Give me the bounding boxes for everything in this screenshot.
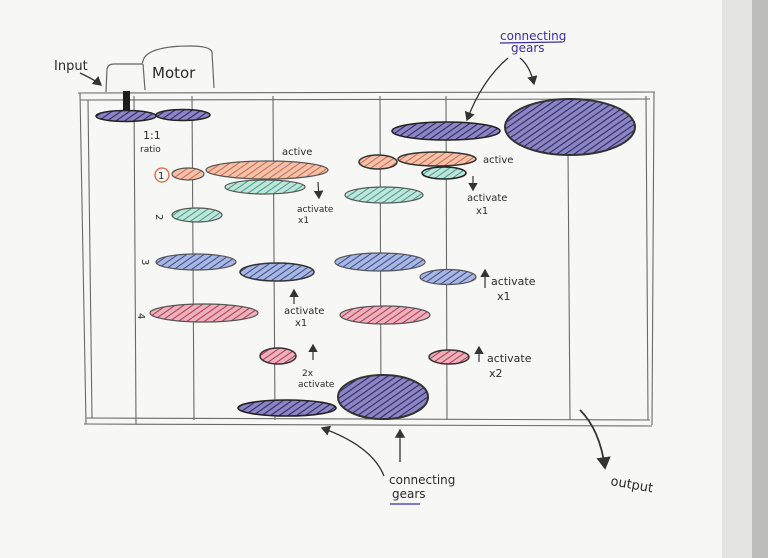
gear-red-c — [259, 347, 297, 365]
label-activate-x1-d-word: activate — [284, 306, 324, 317]
gear-bottom-connecting-small — [237, 399, 337, 417]
label-activate-x1-a-mult: x1 — [298, 216, 309, 226]
label-active-right: active — [483, 155, 513, 166]
arrow-connecting-top-right — [519, 57, 538, 86]
arrow-connecting-top-left — [464, 57, 509, 122]
gear-teal-d — [344, 186, 424, 204]
motor-label: Motor — [152, 64, 196, 82]
gear-blue-c — [334, 252, 426, 272]
label-activate-x2-mult: x2 — [489, 367, 503, 380]
label-activate-2x-mult: 2x — [302, 369, 314, 379]
label-connecting-top-2: gears — [511, 41, 545, 55]
gear-bottom-connecting-large — [337, 374, 429, 420]
gear-top-connecting-large — [504, 98, 636, 156]
arrow-connecting-bottom-left — [320, 425, 385, 477]
label-activate-x1-c-mult: x1 — [497, 290, 511, 303]
gear-orange-large-left — [205, 160, 329, 180]
gear-blue-a — [155, 253, 237, 271]
gear-orange-large-right — [397, 151, 477, 167]
ratio-word: ratio — [140, 145, 161, 155]
row-number-2: 2 — [153, 214, 164, 220]
row-number-3: 3 — [139, 259, 150, 265]
label-activate-2x-word: activate — [298, 380, 335, 390]
frame — [77, 91, 656, 427]
row-number-4: 4 — [135, 313, 146, 319]
row-number-1: 1 — [154, 167, 170, 183]
gear-orange-small-left — [171, 167, 205, 181]
motor-shaft — [123, 91, 130, 113]
label-activate-x1-d-mult: x1 — [295, 318, 307, 329]
gear-teal-a — [224, 179, 306, 195]
arrow-activate-x1-a — [313, 181, 324, 200]
underline-connecting-top — [499, 41, 563, 44]
gear-blue-b — [239, 262, 315, 282]
arrow-output — [579, 409, 611, 470]
label-activate-x1-b-word: activate — [467, 193, 507, 204]
label-connecting-bottom-1: connecting — [389, 473, 455, 487]
gear-orange-small-right — [358, 154, 398, 170]
gear-red-b — [339, 305, 431, 325]
label-activate-x1-b-mult: x1 — [476, 206, 488, 217]
gear-motor-right — [155, 108, 211, 122]
label-connecting-bottom-2: gears — [392, 487, 426, 501]
motor-housing — [105, 45, 215, 93]
svg-text:1: 1 — [158, 171, 164, 182]
gear-red-a — [149, 303, 259, 323]
label-activate-x2-word: activate — [487, 352, 532, 365]
gear-red-d — [428, 349, 470, 365]
label-activate-x1-c-word: activate — [491, 275, 536, 288]
gear-teal-b — [421, 166, 467, 180]
label-activate-x1-a-word: activate — [297, 205, 334, 215]
ratio-value: 1:1 — [143, 129, 161, 142]
label-output: output — [609, 474, 654, 496]
label-connecting-top-1: connecting — [500, 29, 566, 43]
gear-top-connecting-small — [391, 121, 501, 141]
input-label: Input — [54, 59, 88, 74]
gear-motor-left — [95, 109, 157, 123]
label-active-left: active — [282, 147, 312, 158]
gear-blue-d — [419, 268, 477, 286]
gear-teal-c — [171, 207, 223, 223]
scan-shadow — [752, 0, 768, 558]
input-arrow — [79, 72, 102, 86]
